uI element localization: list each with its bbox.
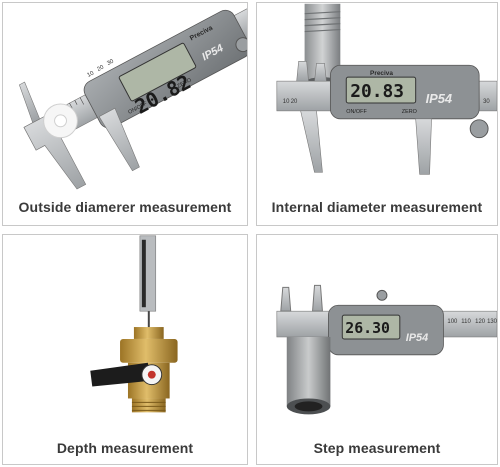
scale-mark: 10 xyxy=(86,70,95,79)
lcd-reading: 20.83 xyxy=(350,81,404,102)
caption-step: Step measurement xyxy=(313,440,441,456)
caliper-internal-photo: 20.83 Preciva IP54 ON/OFF ZERO 10 20 30 xyxy=(257,3,497,191)
scale-mark: 20 xyxy=(291,99,298,105)
scale-mark: 100 xyxy=(447,319,458,325)
step-photo: 26.30 IP54 100 110 120 130 xyxy=(257,235,497,431)
panel-outside-diameter: Preciva IP54 ON/OFF ZERO 20.82 10 20 30 … xyxy=(2,2,248,226)
scale-mark: 130 xyxy=(487,319,497,325)
panel-step: 26.30 IP54 100 110 120 130 Step measurem… xyxy=(256,234,498,465)
scale-numbers: 100 110 120 130 xyxy=(447,319,497,325)
ip-rating-label: IP54 xyxy=(406,332,428,344)
ip-rating-label: IP54 xyxy=(426,91,453,106)
caption-outside-diameter: Outside diamerer measurement xyxy=(18,199,232,215)
lcd-reading: 26.30 xyxy=(345,319,390,337)
depth-image xyxy=(90,235,178,413)
on-off-button-label: ON/OFF xyxy=(346,109,367,115)
valve-object xyxy=(90,327,178,413)
caliper-internal-image: 20.83 Preciva IP54 ON/OFF ZERO 10 20 30 xyxy=(276,3,497,175)
washer-object xyxy=(43,103,78,139)
pipe-object xyxy=(286,336,331,415)
panel-depth: Depth measurement xyxy=(2,234,248,465)
scale-mark: 20 xyxy=(96,64,105,73)
brand-label: Preciva xyxy=(370,70,393,77)
scale-mark: 30 xyxy=(106,58,115,67)
caption-depth: Depth measurement xyxy=(56,440,194,456)
scale-mark: 30 xyxy=(483,99,490,105)
scale-mark: 10 xyxy=(283,99,290,105)
panel-internal-diameter: 20.83 Preciva IP54 ON/OFF ZERO 10 20 30 … xyxy=(256,2,498,226)
step-image: 26.30 IP54 100 110 120 130 xyxy=(276,284,497,415)
scale-mark: 110 xyxy=(461,319,471,325)
caption-internal-diameter: Internal diameter measurement xyxy=(271,199,483,215)
depth-photo xyxy=(3,235,247,431)
caliper-outside-image: Preciva IP54 ON/OFF ZERO 20.82 10 20 30 xyxy=(18,5,247,190)
caliper-outside-photo: Preciva IP54 ON/OFF ZERO 20.82 10 20 30 xyxy=(3,3,247,191)
scale-mark: 120 xyxy=(475,319,486,325)
zero-button-label: ZERO xyxy=(402,109,417,115)
